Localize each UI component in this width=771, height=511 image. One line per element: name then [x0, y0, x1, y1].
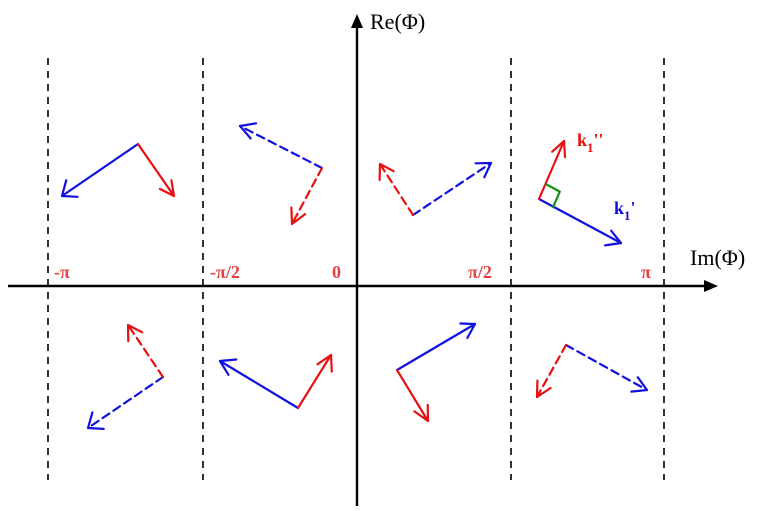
- vector-pair-lower-2: [218, 353, 333, 410]
- red-arrowhead: [290, 206, 307, 226]
- tick-label-minus-pi: -π: [54, 262, 70, 282]
- red-vector: [395, 368, 430, 423]
- blue-vector: [218, 359, 300, 410]
- blue-vector-k1-prime: [537, 197, 623, 245]
- horizontal-axis-arrowhead: [704, 280, 718, 292]
- red-arrowhead: [378, 162, 395, 182]
- red-arrowhead: [535, 379, 552, 399]
- blue-vector: [395, 322, 477, 372]
- blue-arrowhead: [60, 179, 79, 198]
- blue-arrowhead: [459, 322, 477, 339]
- vector-pair-upper-1: [60, 142, 176, 198]
- blue-arrowhead: [218, 358, 238, 376]
- vertical-axis-arrowhead: [351, 14, 363, 28]
- vector-pair-lower-1: [86, 323, 165, 430]
- vector-pair-lower-4: [535, 343, 649, 399]
- red-vector-dashed: [535, 343, 568, 399]
- tick-label-zero: 0: [332, 262, 341, 282]
- blue-arrowhead: [630, 376, 649, 393]
- red-vector: [136, 142, 176, 198]
- red-arrowhead: [413, 403, 430, 423]
- tick-label-pi: π: [641, 262, 651, 282]
- red-arrowhead: [126, 323, 144, 343]
- tick-label-minus-half-pi: -π/2: [210, 262, 240, 282]
- blue-vector-dashed: [564, 343, 649, 392]
- red-vector-dashed: [126, 323, 165, 379]
- red-arrowhead: [551, 139, 567, 159]
- blue-vector-dashed: [238, 124, 324, 170]
- red-vector-dashed: [290, 166, 324, 226]
- red-arrowhead: [316, 353, 333, 373]
- red-vector: [296, 353, 333, 410]
- vector-pair-upper-2: [238, 122, 324, 226]
- tick-label-half-pi: π/2: [468, 262, 492, 282]
- label-k1-prime: k1': [614, 198, 636, 223]
- vector-pair-upper-4: [537, 139, 623, 247]
- blue-arrowhead: [86, 411, 105, 430]
- red-arrowhead: [158, 179, 176, 198]
- red-vector-k1-double-prime: [537, 139, 566, 201]
- blue-vector-dashed: [411, 161, 493, 217]
- vector-pair-lower-3: [395, 322, 477, 423]
- vector-pair-upper-3: [378, 161, 493, 217]
- blue-vector: [60, 142, 140, 198]
- blue-arrowhead: [474, 161, 493, 179]
- red-vector-dashed: [378, 162, 415, 217]
- vertical-axis-label: Re(Φ): [370, 9, 425, 34]
- blue-arrowhead: [238, 122, 258, 140]
- blue-vector-dashed: [86, 375, 165, 430]
- blue-arrowhead: [603, 229, 623, 247]
- horizontal-axis-label: Im(Φ): [690, 245, 745, 270]
- label-k1-double-prime: k1'': [577, 130, 604, 155]
- right-angle-marker: [544, 182, 561, 209]
